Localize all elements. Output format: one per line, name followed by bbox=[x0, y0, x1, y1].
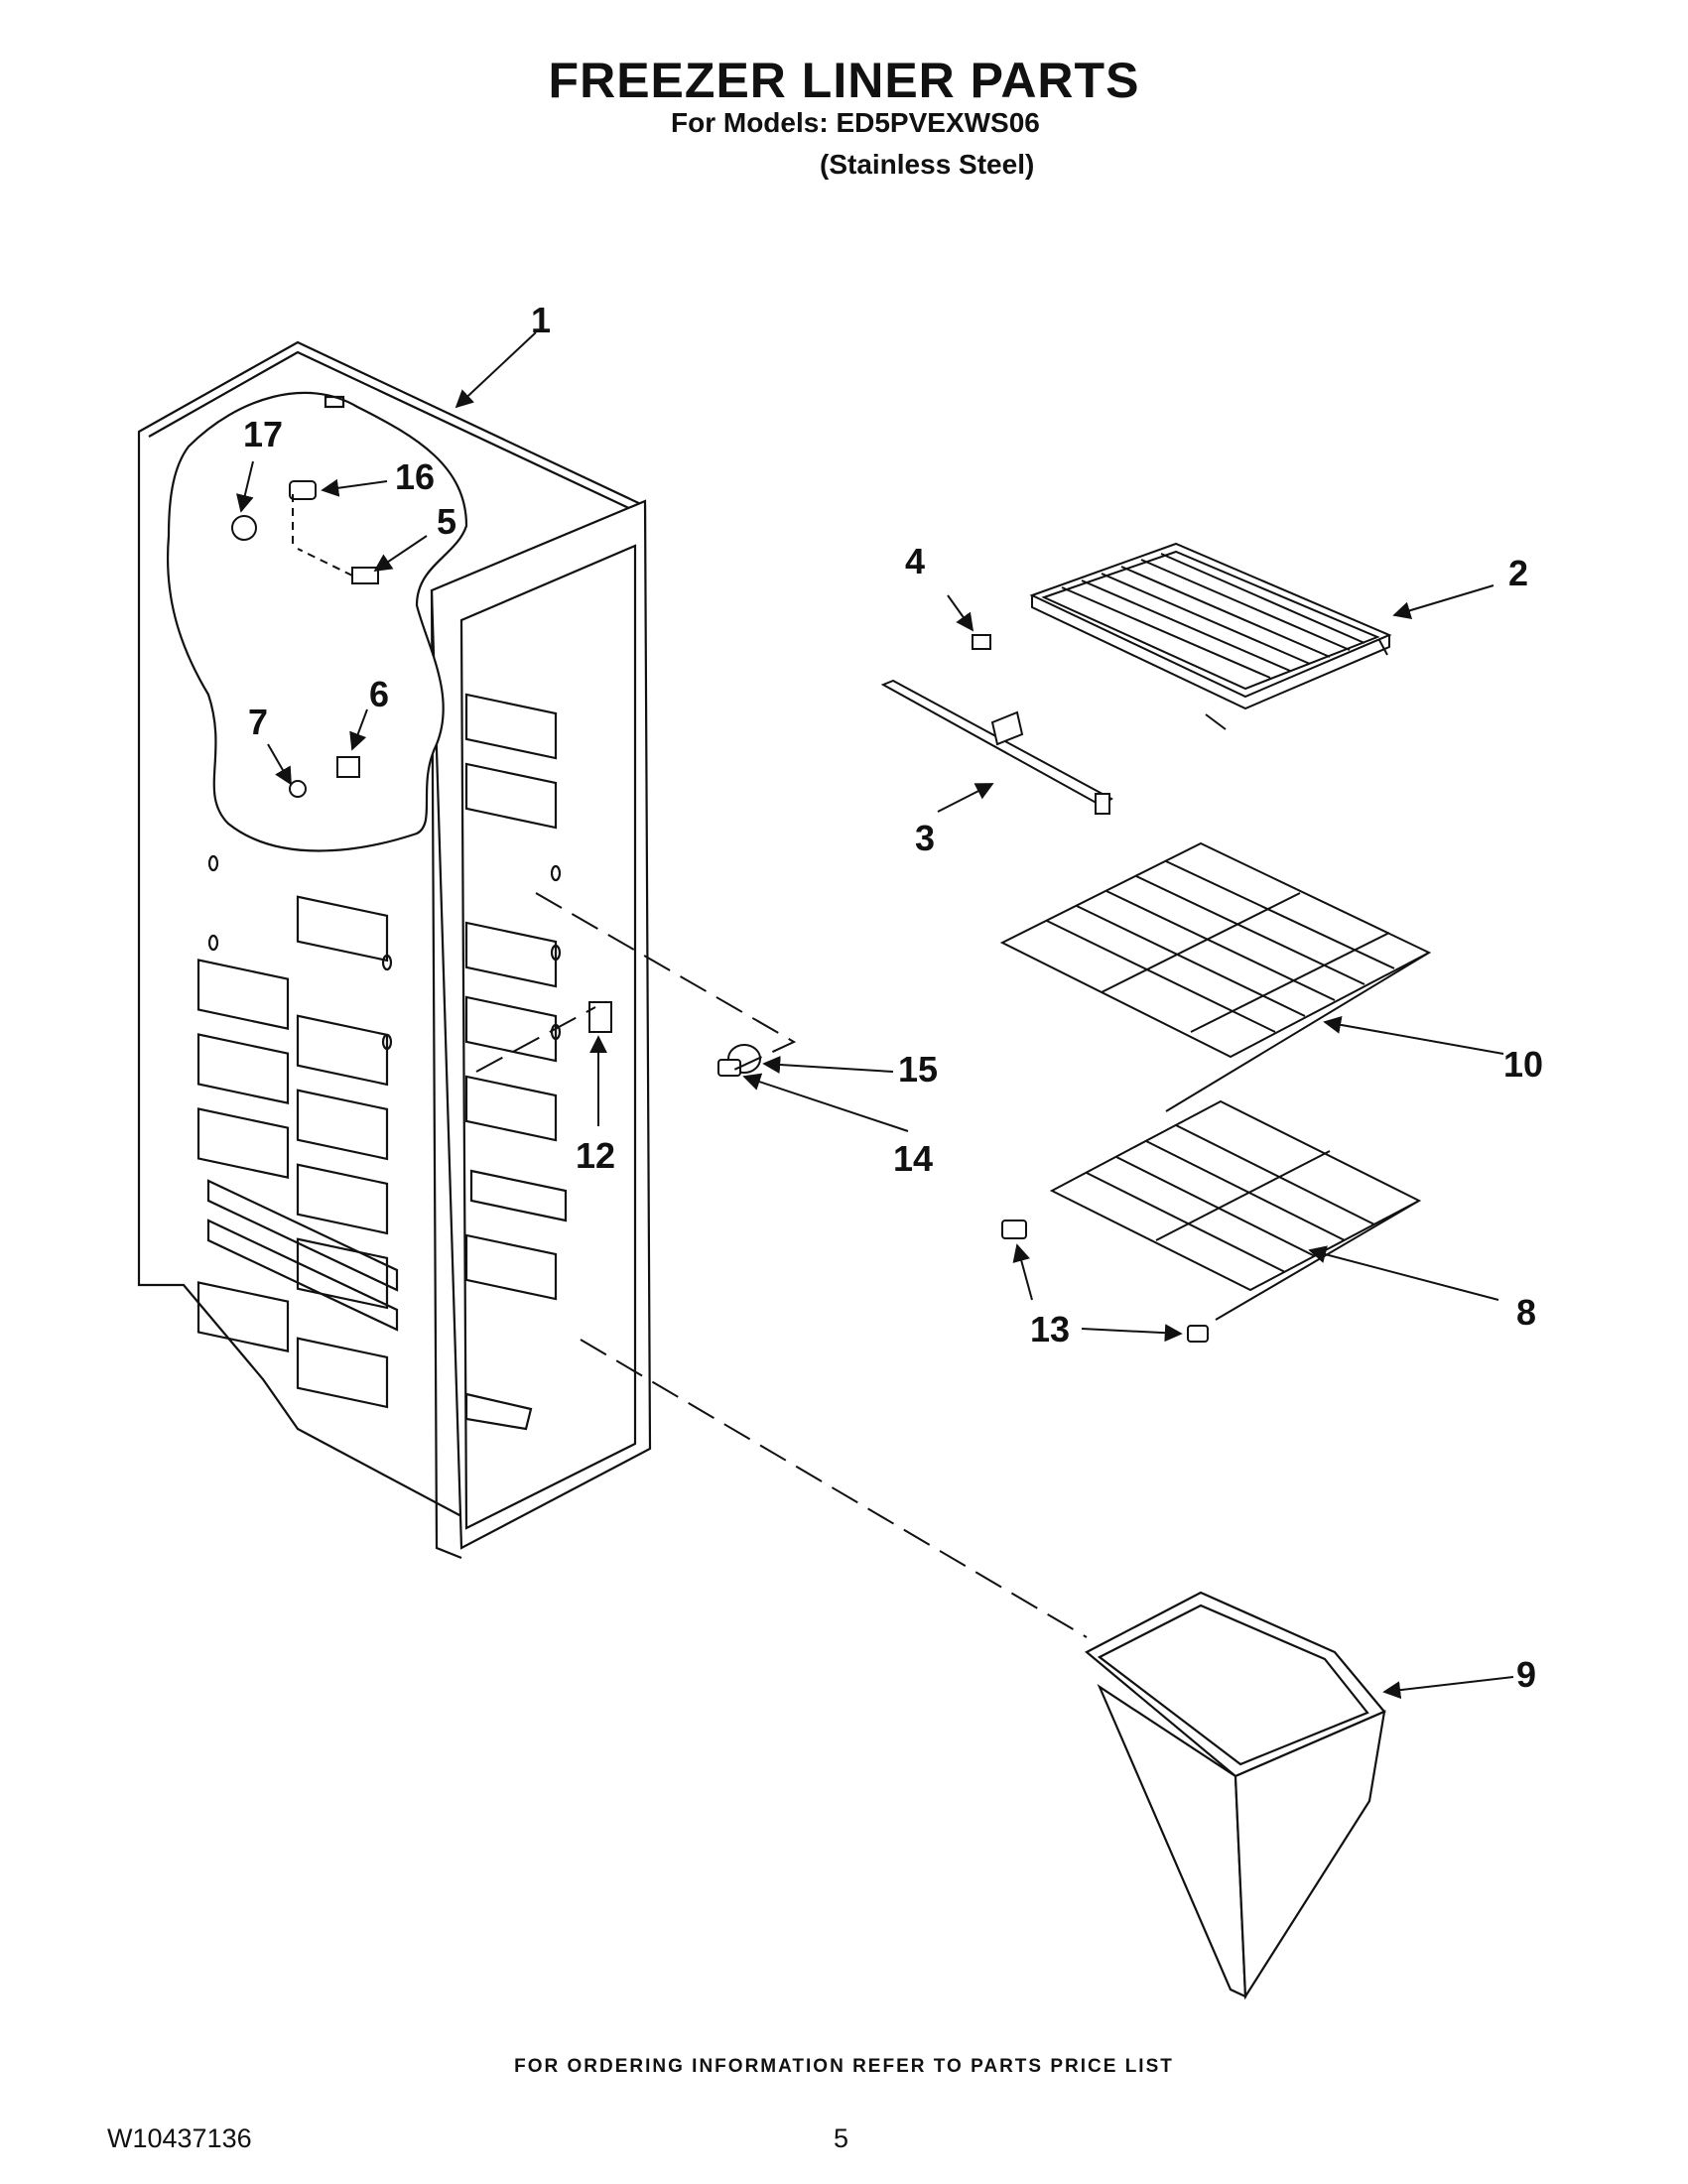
page-number: 5 bbox=[834, 2123, 849, 2153]
hinge-part bbox=[588, 1001, 612, 1033]
clip-part bbox=[336, 756, 360, 778]
callout-10: 10 bbox=[1503, 1044, 1543, 1085]
bracket-part bbox=[351, 567, 379, 584]
light-socket-part bbox=[289, 480, 317, 500]
callout-15: 15 bbox=[898, 1049, 938, 1090]
finish-line: (Stainless Steel) bbox=[820, 149, 1035, 180]
callout-14: 14 bbox=[893, 1138, 933, 1179]
callout-5: 5 bbox=[437, 501, 456, 542]
callout-16: 16 bbox=[395, 456, 435, 497]
screw-part bbox=[289, 780, 307, 798]
document-number: W10437136 bbox=[107, 2123, 252, 2153]
callout-2: 2 bbox=[1508, 553, 1528, 593]
shelf-bracket-part bbox=[880, 634, 1113, 815]
callout-4: 4 bbox=[905, 541, 925, 581]
callout-12: 12 bbox=[576, 1135, 615, 1176]
page-title: FREEZER LINER PARTS bbox=[548, 53, 1140, 108]
callout-6: 6 bbox=[369, 674, 389, 714]
callout-7: 7 bbox=[248, 702, 268, 742]
models-line: For Models: ED5PVEXWS06 bbox=[671, 107, 1040, 138]
assembly-lines bbox=[475, 892, 1088, 1638]
shelf-grille-part bbox=[1029, 542, 1392, 730]
callout-17: 17 bbox=[243, 414, 283, 454]
crisper-bin-part bbox=[1085, 1591, 1386, 2000]
small-parts bbox=[231, 480, 612, 1033]
callout-9: 9 bbox=[1516, 1654, 1536, 1695]
ordering-note: FOR ORDERING INFORMATION REFER TO PARTS … bbox=[514, 2056, 1174, 2077]
light-bulb-part bbox=[231, 515, 257, 541]
shelf-screw-part bbox=[972, 634, 991, 650]
callout-1: 1 bbox=[531, 300, 551, 340]
shelf-pins bbox=[717, 1044, 1209, 1343]
freezer-liner-part bbox=[137, 340, 652, 1560]
wire-shelf-part bbox=[999, 841, 1432, 1112]
leader-lines bbox=[236, 331, 1514, 1700]
callout-8: 8 bbox=[1516, 1292, 1536, 1333]
callout-3: 3 bbox=[915, 818, 935, 858]
wire-shelf-lower-part bbox=[1049, 1099, 1422, 1321]
callout-13: 13 bbox=[1030, 1309, 1070, 1349]
